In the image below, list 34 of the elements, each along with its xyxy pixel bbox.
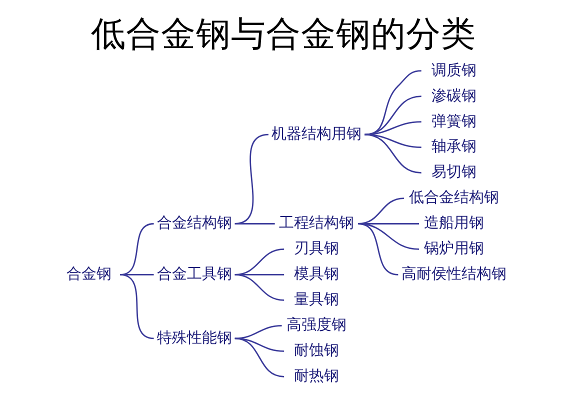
connector [234, 274, 284, 301]
connector [234, 324, 282, 340]
connector [358, 223, 420, 250]
node-text: 调质钢 [431, 60, 476, 79]
connector [364, 134, 422, 174]
node-text: 轴承钢 [431, 137, 476, 156]
connector [364, 96, 422, 136]
node-text: 合金结构钢 [156, 214, 232, 232]
node-text: 工程结构钢 [279, 214, 354, 232]
connector [364, 70, 422, 136]
node-text: 量具钢 [294, 290, 340, 308]
connector [234, 338, 284, 378]
node-text: 造船用钢 [424, 214, 484, 232]
diagram-title: 低合金钢与合金钢的分类 [91, 14, 476, 54]
node-text: 锅炉用钢 [424, 239, 484, 258]
connector [234, 223, 275, 224]
connector [358, 223, 398, 276]
node-text: 特殊性能钢 [156, 328, 232, 346]
node-text: 弹簧钢 [431, 112, 476, 130]
node-text: 刃具钢 [294, 239, 340, 258]
node-text: 耐蚀钢 [294, 341, 340, 360]
connector [234, 338, 284, 352]
connector [120, 223, 154, 276]
node-text: 模具钢 [294, 264, 340, 283]
node-text: 高强度钢 [286, 316, 347, 334]
node-text: 机器结构用钢 [272, 124, 362, 142]
connector [120, 274, 154, 340]
node-text: 低合金结构钢 [408, 188, 499, 206]
node-text: 易切钢 [431, 162, 476, 181]
node-text: 渗碳钢 [431, 86, 476, 104]
node-text: 合金工具钢 [156, 264, 232, 283]
node-text: 高耐侯性结构钢 [401, 264, 506, 283]
node-text: 合金钢 [66, 264, 112, 283]
node-text: 耐热钢 [294, 366, 340, 385]
